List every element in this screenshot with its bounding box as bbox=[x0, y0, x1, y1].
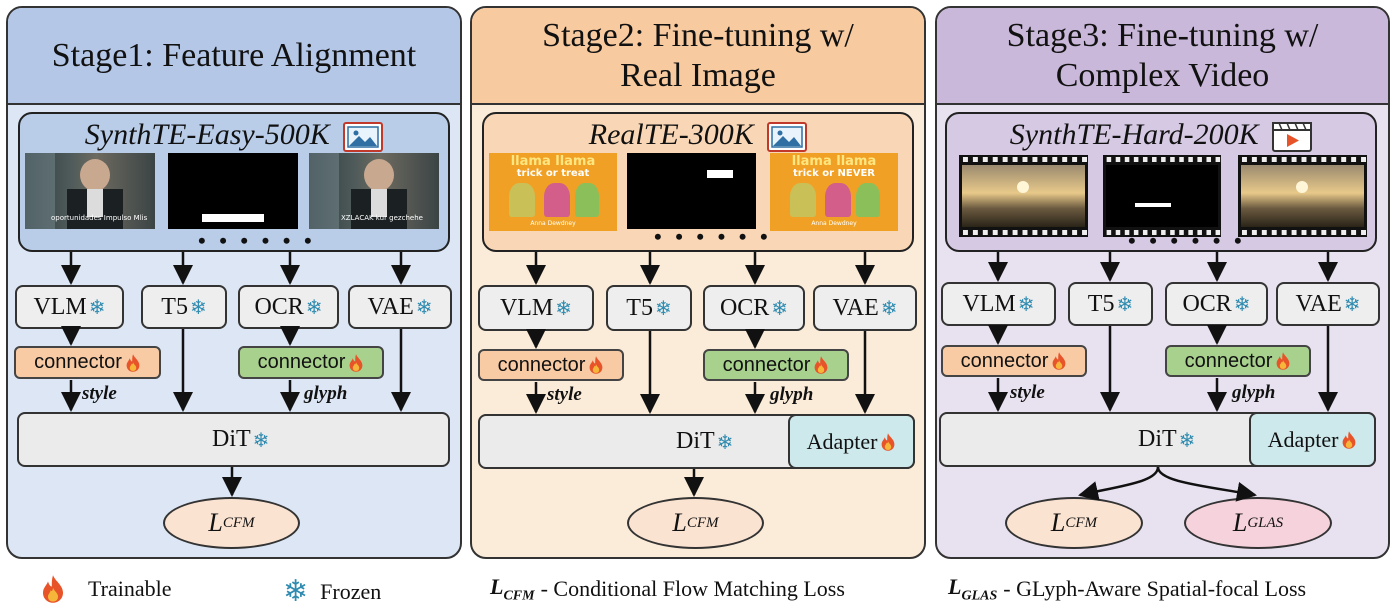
snowflake-icon: ❄ bbox=[771, 296, 789, 320]
stage1-dit-block bbox=[17, 412, 450, 467]
snowflake-icon: ❄ bbox=[1178, 427, 1196, 452]
fire-icon bbox=[40, 574, 66, 604]
stage1-thumb-source: oportunidades Impulso Mlis bbox=[25, 153, 155, 229]
stage3-dit-label: DiT❄ bbox=[1138, 426, 1196, 452]
snowflake-icon: ❄ bbox=[654, 296, 672, 320]
stage1-t5-module: T5❄ bbox=[141, 285, 227, 329]
stage3-glyph-connector: connector bbox=[1165, 345, 1311, 377]
stage3-ocr-module: OCR❄ bbox=[1165, 282, 1268, 326]
stage2-title: Stage2: Fine-tuning w/ Real Image bbox=[542, 17, 854, 94]
stage1-glyph-tag: glyph bbox=[304, 383, 348, 404]
stage2-book-subtitle: trick or treat bbox=[516, 168, 590, 179]
stage3-thumb-source bbox=[959, 155, 1088, 237]
stage1-thumb-mask bbox=[168, 153, 298, 229]
stage3-vae-module: VAE❄ bbox=[1276, 282, 1380, 326]
snowflake-icon: ❄ bbox=[1116, 292, 1134, 316]
stage2-dataset-title: RealTE-300K bbox=[484, 118, 912, 152]
stage3-glyph-tag: glyph bbox=[1232, 382, 1276, 403]
stage3-thumb-mask bbox=[1103, 155, 1221, 237]
snowflake-icon: ❄ bbox=[189, 295, 207, 319]
snowflake-icon: ❄ bbox=[88, 295, 106, 319]
stage2-book-title-2: llama llama bbox=[791, 154, 877, 169]
stage2-vae-module: VAE❄ bbox=[813, 285, 917, 331]
stage1-glyph-connector: connector bbox=[238, 346, 384, 379]
stage1-thumb-caption: oportunidades Impulso Mlis bbox=[51, 214, 148, 222]
stage2-style-tag: style bbox=[547, 384, 582, 405]
legend-trainable: Trainable bbox=[40, 574, 172, 604]
snowflake-icon: ❄ bbox=[252, 427, 270, 452]
snowflake-icon: ❄ bbox=[415, 295, 433, 319]
stage2-glyph-connector: connector bbox=[703, 349, 849, 381]
stage1-vlm-module: VLM❄ bbox=[15, 285, 124, 329]
stage3-style-connector: connector bbox=[941, 345, 1087, 377]
stage2-dit-label: DiT❄ bbox=[676, 428, 734, 454]
stage1-vae-module: VAE❄ bbox=[348, 285, 452, 329]
stage2-book-author-2: Anna Dewdney bbox=[811, 220, 857, 227]
stage2-thumb-mask bbox=[627, 153, 756, 229]
snowflake-icon: ❄ bbox=[283, 574, 309, 609]
stage3-header: Stage3: Fine-tuning w/ Complex Video bbox=[937, 8, 1388, 105]
snowflake-icon: ❄ bbox=[716, 429, 734, 454]
stage2-thumb-source: llama llama trick or treat Anna Dewdney bbox=[489, 153, 617, 231]
stage1-thumb-caption-2: XZLACAK kur gezchehe bbox=[341, 214, 423, 222]
stage3-title: Stage3: Fine-tuning w/ Complex Video bbox=[1006, 17, 1319, 94]
stage1-style-tag: style bbox=[82, 383, 117, 404]
stage1-dataset-title: SynthTE-Easy-500K bbox=[20, 118, 448, 152]
snowflake-icon: ❄ bbox=[880, 296, 898, 320]
stage1-dit-label: DiT❄ bbox=[212, 426, 270, 452]
stage2-book-subtitle-2: trick or NEVER bbox=[793, 168, 875, 179]
stage3-adapter: Adapter bbox=[1249, 412, 1376, 467]
stage3-dataset-title: SynthTE-Hard-200K bbox=[947, 118, 1375, 152]
legend-frozen: ❄ Frozen bbox=[283, 574, 382, 609]
snowflake-icon: ❄ bbox=[555, 296, 573, 320]
stage1-ocr-module: OCR❄ bbox=[238, 285, 339, 329]
stage1-header: Stage1: Feature Alignment bbox=[8, 8, 460, 105]
stage3-t5-module: T5❄ bbox=[1068, 282, 1153, 326]
snowflake-icon: ❄ bbox=[305, 295, 323, 319]
stage3-style-tag: style bbox=[1010, 382, 1045, 403]
stage1-thumb-target: XZLACAK kur gezchehe bbox=[309, 153, 439, 229]
stage2-glyph-tag: glyph bbox=[770, 384, 814, 405]
snowflake-icon: ❄ bbox=[1343, 292, 1361, 316]
stage2-header: Stage2: Fine-tuning w/ Real Image bbox=[472, 8, 924, 105]
snowflake-icon: ❄ bbox=[1017, 292, 1035, 316]
stage2-t5-module: T5❄ bbox=[606, 285, 692, 331]
stage2-style-connector: connector bbox=[478, 349, 624, 381]
stage1-title: Stage1: Feature Alignment bbox=[51, 36, 417, 74]
stage2-thumb-target: llama llama trick or NEVER Anna Dewdney bbox=[770, 153, 898, 231]
legend-cfm: LCFM - Conditional Flow Matching Loss bbox=[490, 574, 845, 604]
stage2-book-author: Anna Dewdney bbox=[530, 220, 576, 227]
legend-glas: LGLAS - GLyph-Aware Spatial-focal Loss bbox=[948, 574, 1307, 604]
stage1-style-connector: connector bbox=[14, 346, 161, 379]
stage2-book-title: llama llama bbox=[510, 154, 596, 169]
snowflake-icon: ❄ bbox=[1233, 292, 1251, 316]
stage3-thumb-target bbox=[1238, 155, 1367, 237]
stage2-adapter: Adapter bbox=[788, 414, 915, 469]
